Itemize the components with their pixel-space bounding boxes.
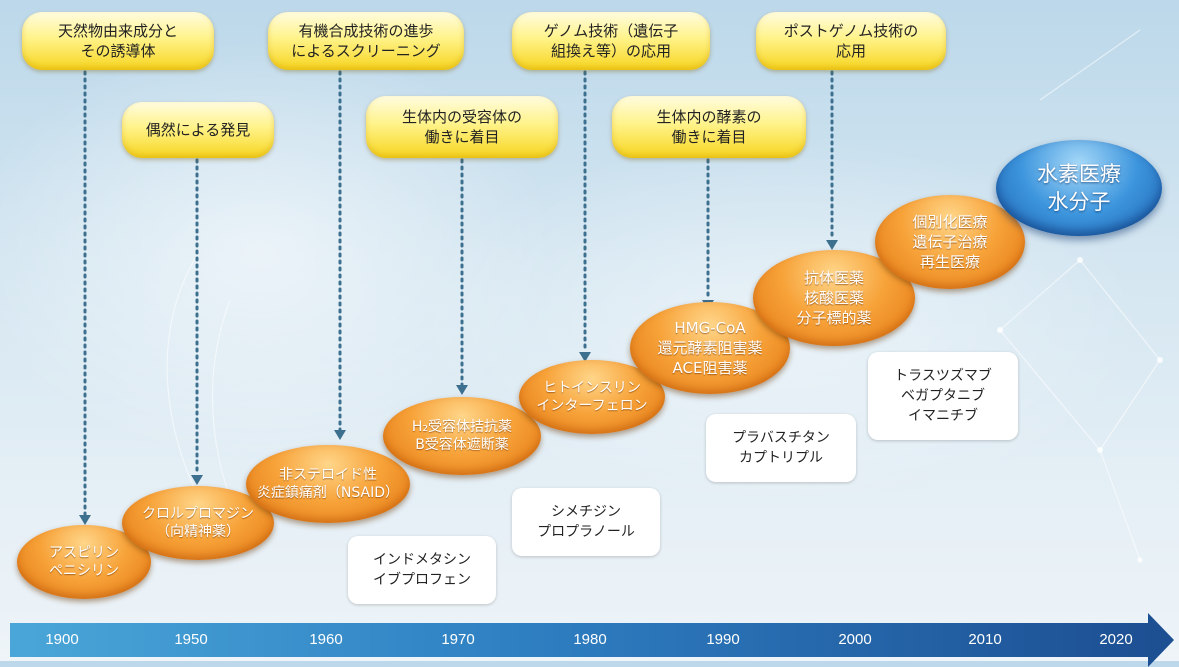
era-h2-beta-blockers: H₂受容体拮抗薬 B受容体遮断薬 xyxy=(383,397,541,475)
timeline-bar xyxy=(10,623,1150,657)
year-label: 1990 xyxy=(706,631,740,648)
year-label: 2020 xyxy=(1099,631,1133,648)
concept-genome-technology: ゲノム技術（遺伝子 組換え等）の応用 xyxy=(512,12,710,70)
year-label: 2000 xyxy=(838,631,872,648)
highlight-hydrogen-medicine: 水素医療 水分子 xyxy=(996,140,1162,236)
example-nsaid-drugs: インドメタシン イブプロフェン xyxy=(348,536,496,604)
year-label: 2010 xyxy=(968,631,1002,648)
era-chlorpromazine: クロルプロマジン （向精神薬） xyxy=(122,486,274,560)
era-nsaid: 非ステロイド性 炎症鎮痛剤（NSAID） xyxy=(246,445,410,523)
timeline-arrow-head xyxy=(1148,613,1174,667)
era-insulin-interferon: ヒトインスリン インターフェロン xyxy=(519,360,665,434)
example-enzyme-drugs: プラバスチタン カプトリプル xyxy=(706,414,856,482)
year-label: 1950 xyxy=(174,631,208,648)
example-receptor-drugs: シメチジン プロプラノール xyxy=(512,488,660,556)
concept-post-genome: ポストゲノム技術の 応用 xyxy=(756,12,946,70)
example-molecular-target-drugs: トラスツズマブ ベガプタニブ イマニチブ xyxy=(868,352,1018,440)
concept-organic-synthesis-screening: 有機合成技術の進歩 によるスクリーニング xyxy=(268,12,464,70)
concept-accidental-discovery: 偶然による発見 xyxy=(122,102,274,158)
year-label: 1980 xyxy=(573,631,607,648)
concept-enzyme-focus: 生体内の酵素の 働きに着目 xyxy=(612,96,806,158)
year-label: 1970 xyxy=(441,631,475,648)
concept-natural-products: 天然物由来成分と その誘導体 xyxy=(22,12,214,70)
year-label: 1900 xyxy=(45,631,79,648)
concept-receptor-focus: 生体内の受容体の 働きに着目 xyxy=(366,96,558,158)
era-personalized-medicine: 個別化医療 遺伝子治療 再生医療 xyxy=(875,195,1025,289)
year-label: 1960 xyxy=(309,631,343,648)
